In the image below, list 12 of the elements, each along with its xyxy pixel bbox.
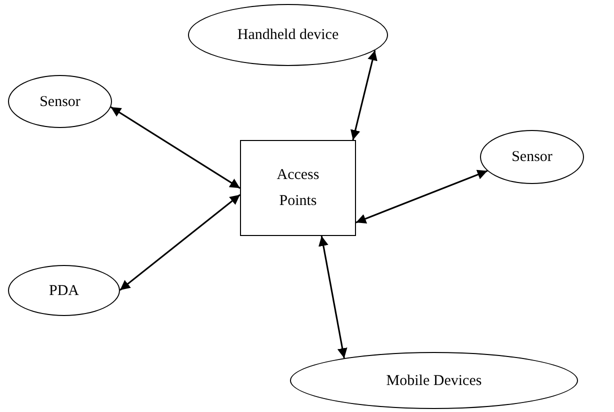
node-label: Access Points [276, 166, 320, 211]
double-arrow [120, 194, 240, 291]
node-label: Mobile Devices [386, 372, 482, 390]
double-arrow [356, 170, 488, 224]
double-arrow [350, 50, 378, 140]
node-label: Sensor [512, 148, 552, 167]
process-box [240, 140, 356, 236]
node-label: Sensor [40, 92, 80, 112]
double-arrow [318, 236, 348, 358]
node-label: Handheld device [237, 26, 339, 45]
node-label: PDA [48, 282, 79, 300]
double-arrow [110, 106, 240, 189]
